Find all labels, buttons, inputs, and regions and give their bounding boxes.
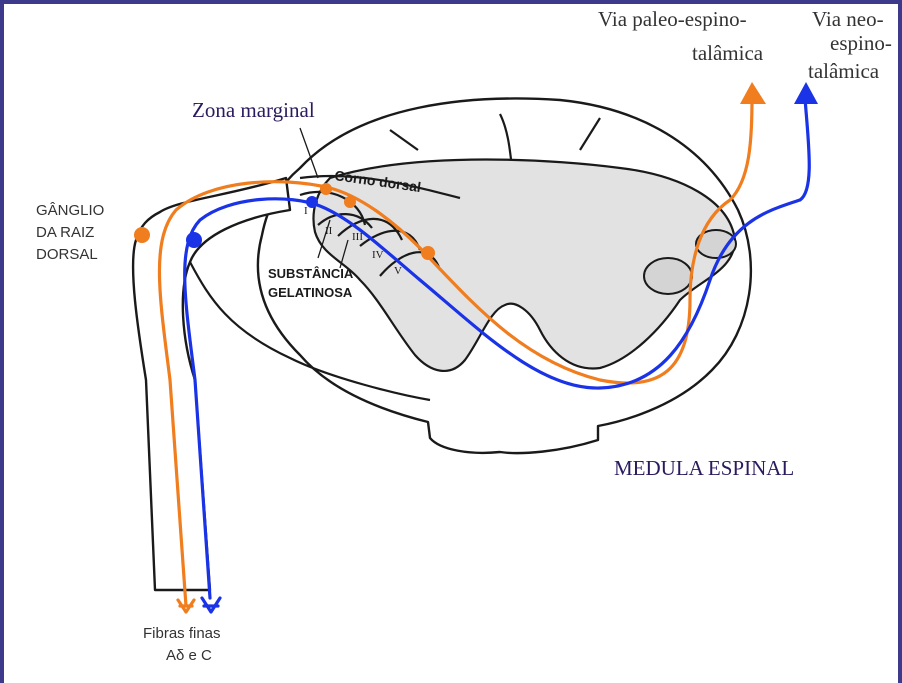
neo-fiber-terminal xyxy=(202,598,220,612)
zona-marginal-label: Zona marginal xyxy=(192,98,315,122)
paleo-synapse-3 xyxy=(421,246,435,260)
paleo-synapse-1 xyxy=(320,183,332,195)
medula-espinal-label: MEDULA ESPINAL xyxy=(614,456,794,480)
paleo-pathway-arrowhead xyxy=(740,82,766,104)
ganglio-label-line2: DA RAIZ xyxy=(36,224,94,241)
ganglio-label-line1: GÂNGLIO xyxy=(36,202,104,219)
neo-pathway-arrowhead xyxy=(794,82,818,104)
via-paleo-label-line2: talâmica xyxy=(692,41,764,65)
substancia-label-line2: GELATINOSA xyxy=(268,285,353,300)
paleo-ganglion-soma xyxy=(134,227,150,243)
neo-synapse xyxy=(306,196,318,208)
via-neo-label-line2: espino- xyxy=(830,31,892,55)
lamina-2-label: II xyxy=(325,225,333,237)
via-neo-label-line3: talâmica xyxy=(808,59,880,83)
lamina-3-label: III xyxy=(352,231,363,243)
neo-ganglion-soma xyxy=(186,232,202,248)
ganglio-label-line3: DORSAL xyxy=(36,246,98,263)
lamina-4-label: IV xyxy=(372,249,384,261)
substancia-label-line1: SUBSTÂNCIA xyxy=(268,266,354,281)
lateral-tract-lower xyxy=(644,258,692,294)
fibras-label-line2: Aδ e C xyxy=(166,647,212,664)
via-neo-label-line1: Via neo- xyxy=(812,7,884,31)
fibras-label-line1: Fibras finas xyxy=(143,625,221,642)
via-paleo-label-line1: Via paleo-espino- xyxy=(598,7,747,31)
lamina-5-label: V xyxy=(394,265,402,277)
paleo-synapse-2 xyxy=(344,196,356,208)
lamina-1-label: I xyxy=(304,205,308,217)
